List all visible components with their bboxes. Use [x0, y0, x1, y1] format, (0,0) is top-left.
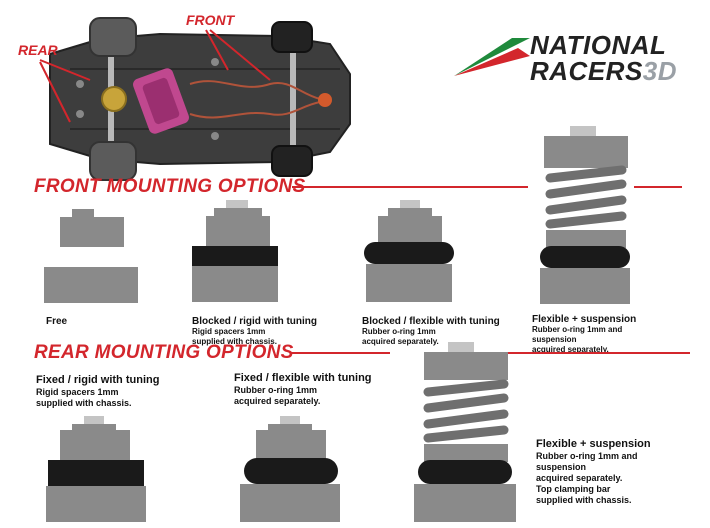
logo-swoosh-icon	[454, 38, 530, 76]
logo-racers-text: RACERS	[530, 56, 643, 86]
rear-option-flexible-suspension-desc-3: acquired separately.	[536, 473, 623, 483]
rear-mounting-heading: REAR MOUNTING OPTIONS	[34, 342, 294, 363]
front-option-flexible-suspension-desc-2: suspension	[532, 335, 577, 344]
front-option-blocked-flexible-desc-2: acquired separately.	[362, 337, 439, 346]
chassis-illustration	[40, 14, 360, 184]
rear-option-fixed-rigid-desc-2: supplied with chassis.	[36, 398, 132, 408]
rear-fixed-rigid-diagram	[46, 416, 146, 522]
front-heading-rule-right	[634, 186, 682, 188]
rear-option-fixed-flexible: Fixed / flexible with tuning Rubber o-ri…	[234, 372, 372, 407]
rear-fixed-flexible-diagram	[240, 416, 340, 522]
front-label: FRONT	[186, 12, 235, 28]
logo-line-national: NATIONAL	[530, 30, 667, 60]
rear-option-fixed-flexible-desc-2: acquired separately.	[234, 396, 321, 406]
front-free-diagram	[44, 209, 138, 303]
front-option-blocked-rigid-desc-1: Rigid spacers 1mm	[192, 327, 266, 336]
front-option-blocked-flexible-title: Blocked / flexible with tuning	[362, 316, 500, 327]
front-option-flexible-suspension: Flexible + suspension Rubber o-ring 1mm …	[532, 314, 636, 355]
front-blocked-rigid-diagram	[192, 200, 278, 302]
rear-option-flexible-suspension-title: Flexible + suspension	[536, 438, 651, 450]
front-option-blocked-flexible: Blocked / flexible with tuning Rubber o-…	[362, 316, 500, 347]
rear-option-flexible-suspension-desc-1: Rubber o-ring 1mm and	[536, 451, 638, 461]
rear-option-fixed-rigid-desc-1: Rigid spacers 1mm	[36, 387, 119, 397]
front-option-blocked-rigid: Blocked / rigid with tuning Rigid spacer…	[192, 316, 317, 347]
rear-option-flexible-suspension: Flexible + suspension Rubber o-ring 1mm …	[536, 438, 651, 506]
rear-label: REAR	[18, 42, 58, 58]
rear-option-flexible-suspension-desc-4: Top clamping bar	[536, 484, 611, 494]
rear-option-fixed-rigid: Fixed / rigid with tuning Rigid spacers …	[36, 374, 159, 409]
front-option-blocked-rigid-desc-2: supplied with chassis.	[192, 337, 277, 346]
rear-flexible-suspension-diagram	[414, 342, 516, 522]
rear-heading-rule-right	[500, 352, 690, 354]
rear-option-fixed-rigid-title: Fixed / rigid with tuning	[36, 374, 160, 386]
national-racers-logo: NATIONAL RACERS3D	[452, 30, 682, 86]
logo-3d-text: 3D	[642, 56, 678, 86]
front-flexible-suspension-diagram	[540, 126, 630, 304]
front-option-flexible-suspension-desc-3: acquired separately.	[532, 345, 609, 354]
front-mounting-heading: FRONT MOUNTING OPTIONS	[34, 176, 306, 197]
front-heading-rule	[292, 186, 528, 188]
front-option-flexible-suspension-desc-1: Rubber o-ring 1mm and	[532, 325, 623, 334]
front-option-blocked-rigid-title: Blocked / rigid with tuning	[192, 316, 317, 327]
pointer-lines	[39, 29, 271, 123]
rear-option-flexible-suspension-desc-5: supplied with chassis.	[536, 495, 632, 505]
front-blocked-flexible-diagram	[364, 200, 454, 302]
front-option-free-title: Free	[46, 316, 68, 327]
rear-option-flexible-suspension-desc-2: suspension	[536, 462, 587, 472]
front-option-flexible-suspension-title: Flexible + suspension	[532, 314, 637, 325]
logo-line-racers: RACERS3D	[530, 58, 677, 84]
rear-option-fixed-flexible-desc-1: Rubber o-ring 1mm	[234, 385, 318, 395]
front-option-free: Free	[46, 316, 67, 327]
front-option-blocked-flexible-desc-1: Rubber o-ring 1mm	[362, 327, 436, 336]
rear-option-fixed-flexible-title: Fixed / flexible with tuning	[234, 372, 372, 384]
rear-heading-rule	[290, 352, 390, 354]
